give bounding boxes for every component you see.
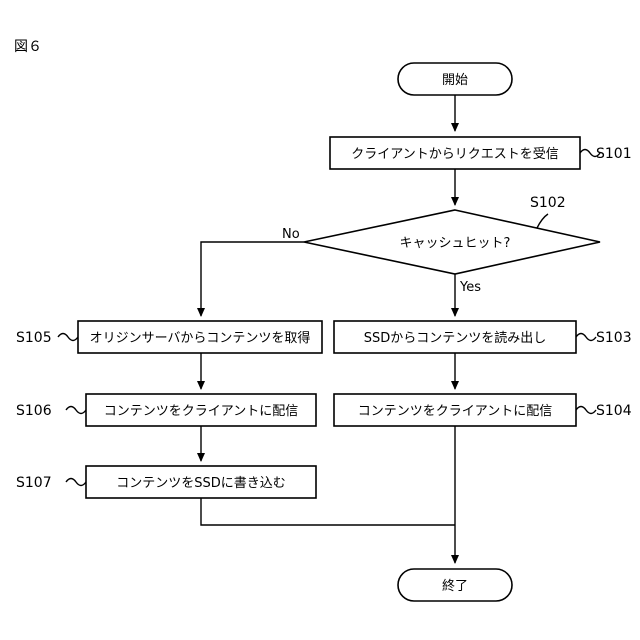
- s104-text: コンテンツをクライアントに配信: [358, 404, 552, 419]
- s102-leader: [537, 214, 548, 228]
- process-s101: クライアントからリクエストを受信: [330, 137, 580, 169]
- s107-text: コンテンツをSSDに書き込む: [116, 476, 286, 491]
- s103-step: S103: [596, 330, 632, 346]
- yes-label: Yes: [459, 280, 481, 295]
- s106-text: コンテンツをクライアントに配信: [104, 404, 298, 419]
- start-label: 開始: [442, 73, 468, 88]
- edge-s107-merge: [201, 498, 455, 525]
- process-s103: SSDからコンテンツを読み出し: [334, 321, 576, 353]
- s104-leader: [576, 407, 596, 414]
- decision-s102: キャッシュヒット?: [304, 210, 600, 274]
- s106-leader: [66, 407, 86, 414]
- start-node: 開始: [398, 63, 512, 95]
- process-s106: コンテンツをクライアントに配信: [86, 394, 316, 426]
- s106-step: S106: [16, 403, 52, 419]
- s103-text: SSDからコンテンツを読み出し: [364, 330, 547, 346]
- s103-leader: [576, 334, 596, 341]
- s105-step: S105: [16, 330, 52, 346]
- s101-step: S101: [596, 146, 632, 162]
- s105-text: オリジンサーバからコンテンツを取得: [90, 330, 311, 346]
- process-s105: オリジンサーバからコンテンツを取得: [78, 321, 322, 353]
- s101-text: クライアントからリクエストを受信: [351, 147, 558, 162]
- no-label: No: [282, 227, 300, 242]
- end-label: 終了: [442, 578, 468, 594]
- edge-no: [201, 242, 304, 316]
- s102-text: キャッシュヒット?: [400, 236, 511, 251]
- process-s104: コンテンツをクライアントに配信: [334, 394, 576, 426]
- s105-leader: [58, 334, 78, 341]
- s107-leader: [66, 479, 86, 486]
- process-s107: コンテンツをSSDに書き込む: [86, 466, 316, 498]
- s107-step: S107: [16, 475, 52, 491]
- s102-step: S102: [530, 195, 566, 211]
- s104-step: S104: [596, 403, 632, 419]
- end-node: 終了: [398, 569, 512, 601]
- figure-label: 図６: [14, 39, 42, 55]
